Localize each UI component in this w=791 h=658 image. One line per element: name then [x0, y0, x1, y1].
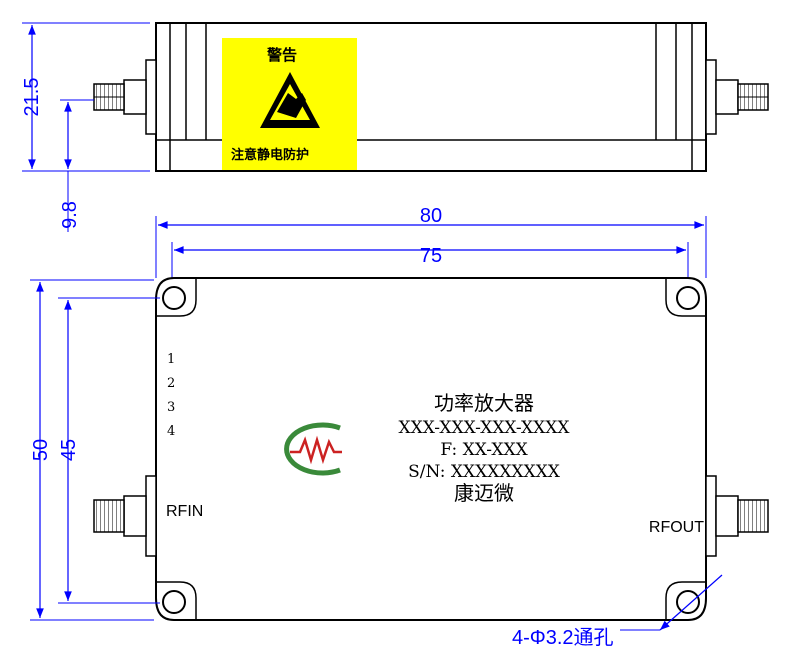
top-view: 80 75 50 [30, 205, 769, 649]
hole-callout: 4-Φ3.2通孔 [512, 574, 723, 649]
mounting-hole [162, 590, 186, 614]
esd-warning-label: 警告 注意静电防护 [222, 38, 357, 170]
hole-callout-label: 4-Φ3.2通孔 [512, 626, 614, 649]
part-number: XXX-XXX-XXX-XXXX [399, 418, 571, 438]
dim-width: 50 [30, 279, 154, 621]
rf-output-connector [705, 475, 769, 557]
dim-length-label: 80 [420, 205, 442, 227]
dim-height: 21.5 [21, 22, 150, 172]
side-connector-right [705, 59, 769, 135]
dim-hole-spacing-y: 45 [58, 297, 160, 604]
company-logo [284, 422, 342, 476]
frequency-range: F: XX-XXX [440, 440, 528, 460]
dim-width-label: 50 [30, 439, 52, 461]
mounting-holes [156, 278, 706, 620]
dim-port-height-label: 9.8 [59, 201, 81, 229]
product-label: 功率放大器 XXX-XXX-XXX-XXXX F: XX-XXX S/N: XX… [399, 391, 571, 505]
dim-hole-spacing-y-label: 45 [58, 439, 80, 461]
rf-output-label: RFOUT [649, 519, 704, 536]
serial-number: S/N: XXXXXXXXX [408, 462, 561, 482]
dim-length: 80 [155, 205, 707, 278]
dim-hole-spacing-x-label: 75 [420, 245, 442, 267]
rf-input-connector [93, 475, 157, 557]
esd-hand-icon [260, 72, 320, 128]
rf-input-label: RFIN [166, 503, 203, 520]
product-name: 功率放大器 [434, 391, 534, 415]
pin-label: 4 [167, 424, 175, 439]
pin-label: 3 [167, 400, 175, 415]
pin-labels: 1 2 3 4 [167, 352, 175, 439]
pin-label: 1 [167, 352, 175, 367]
side-view: 警告 注意静电防护 21.5 9.8 [21, 22, 769, 232]
warning-text: 注意静电防护 [231, 147, 309, 163]
housing-outline [155, 277, 707, 621]
mounting-hole [676, 286, 700, 310]
mounting-hole [162, 286, 186, 310]
pin-label: 2 [167, 376, 175, 391]
warning-title: 警告 [266, 46, 297, 64]
dim-port-height: 9.8 [59, 99, 94, 232]
manufacturer: 康迈微 [454, 481, 514, 505]
mounting-hole [676, 590, 700, 614]
side-connector-left [93, 59, 157, 135]
dim-height-label: 21.5 [21, 78, 43, 117]
